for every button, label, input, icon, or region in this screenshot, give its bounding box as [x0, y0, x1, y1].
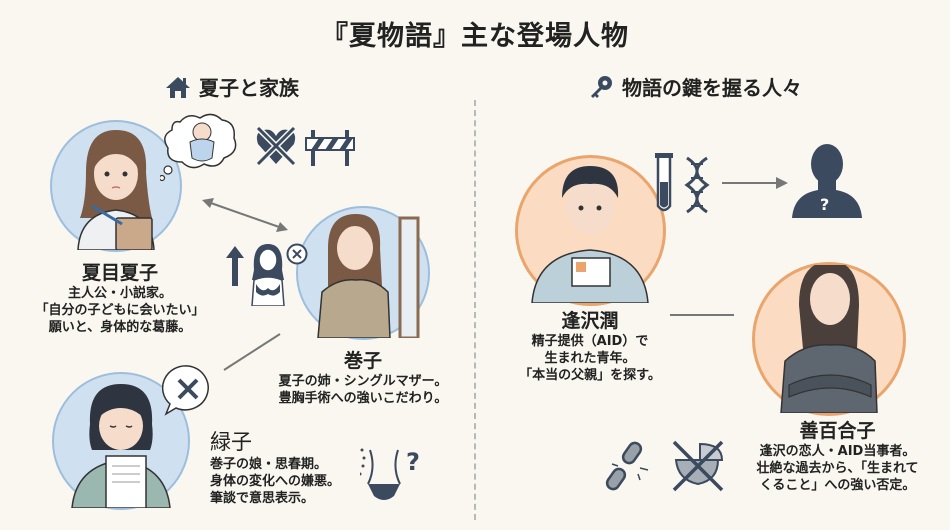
character-name: 緑子: [210, 430, 252, 454]
test-tube-icon: [654, 152, 674, 216]
character-name: 夏目夏子: [81, 262, 158, 284]
section-heading-family-label: 夏子と家族: [199, 76, 299, 100]
section-heading-key: 物語の鍵を握る人々: [588, 72, 802, 101]
woman-crossed-arms-illustration: [780, 265, 878, 413]
svg-text:?: ?: [406, 448, 420, 476]
character-desc-line: 「自分の子どもに会いたい」: [35, 303, 205, 318]
dna-icon: [683, 156, 711, 214]
character-desc-line: 生まれた青年。: [544, 351, 636, 366]
x-circle-icon: [286, 243, 308, 265]
character-name: 逢沢潤: [561, 310, 619, 332]
character-desc-line: 願いと、身体的な葛藤。: [48, 320, 192, 335]
crossed-heart-icon: [254, 126, 298, 166]
unknown-person-icon: ?: [790, 140, 864, 218]
character-desc-line: 主人公・小説家。: [67, 286, 172, 301]
relation-line-makiko-midoriko: [222, 332, 282, 372]
character-desc-line: 逢沢の恋人・AID当事者。: [759, 444, 916, 459]
aizawa-portrait: [515, 155, 666, 306]
natsuko-portrait: [50, 120, 182, 252]
character-desc-line: 豊胸手術への強いこだわり。: [278, 391, 448, 406]
character-desc-line: 精子提供（AID）で: [531, 334, 649, 349]
barrier-icon: [305, 130, 355, 166]
character-desc-line: 身体の変化への嫌悪。: [210, 474, 341, 489]
x-speech-bubble-icon: [162, 364, 214, 416]
makiko-portrait: [296, 206, 430, 340]
key-icon: [588, 74, 614, 100]
yuriko-portrait: [752, 262, 906, 416]
section-divider: [474, 100, 476, 520]
relation-line-aizawa-yuriko: [670, 314, 734, 316]
svg-text:?: ?: [820, 195, 829, 214]
crossed-cradle-icon: [670, 440, 726, 492]
character-desc-line: 夏子の姉・シングルマザー。: [278, 374, 448, 389]
bust-icon: [248, 240, 288, 306]
character-desc-line: 壮絶な過去から、「生まれて: [756, 461, 919, 476]
up-arrow-icon: [226, 246, 244, 286]
body-question-icon: ?: [360, 448, 430, 508]
woman-writing-illustration: [77, 130, 155, 250]
midoriko-portrait: [52, 372, 190, 510]
section-heading-key-label: 物語の鍵を握る人々: [622, 76, 802, 100]
makiko-card: 巻子 夏子の姉・シングルマザー。 豊胸手術への強いこだわり。: [268, 346, 458, 407]
relation-arrow-natsuko-makiko: [200, 196, 290, 236]
house-icon: [165, 75, 191, 99]
character-desc-line: 筆談で意思表示。: [210, 491, 315, 506]
midoriko-card: 緑子 巻子の娘・思春期。 身体の変化への嫌悪。 筆談で意思表示。: [210, 426, 370, 507]
yuriko-card: 善百合子 逢沢の恋人・AID当事者。 壮絶な過去から、「生まれて くること」への…: [735, 416, 940, 494]
character-name: 善百合子: [799, 420, 876, 442]
girl-notebook-illustration: [71, 384, 171, 508]
character-desc-line: 「本当の父親」を探す。: [519, 368, 661, 383]
aizawa-card: 逢沢潤 精子提供（AID）で 生まれた青年。 「本当の父親」を探す。: [510, 306, 670, 384]
young-man-card-illustration: [531, 166, 649, 303]
character-desc-line: くること」への強い否定。: [759, 478, 916, 493]
character-desc-line: 巻子の娘・思春期。: [210, 457, 328, 472]
section-heading-family: 夏子と家族: [165, 72, 299, 101]
arrow-right-icon: [722, 176, 788, 190]
page-title: 『夏物語』主な登場人物: [321, 21, 629, 52]
character-name: 巻子: [343, 350, 382, 372]
broken-chain-icon: [604, 438, 656, 494]
natsuko-card: 夏目夏子 主人公・小説家。 「自分の子どもに会いたい」 願いと、身体的な葛藤。: [20, 258, 220, 336]
baby-thought-icon: [160, 112, 240, 182]
woman-mirror-illustration: [317, 214, 420, 338]
